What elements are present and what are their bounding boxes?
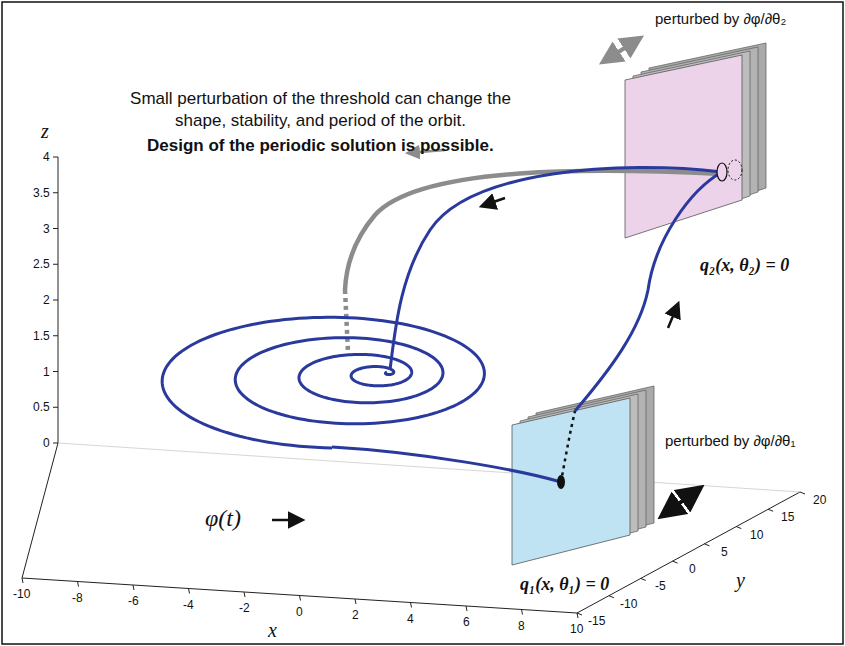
tick-label: -5 (655, 579, 666, 593)
annotation-text: Small perturbation of the threshold can … (123, 88, 518, 132)
tick-marks (22, 157, 805, 618)
tick-label: 2 (43, 293, 50, 307)
tick-label: 1 (43, 365, 50, 379)
threshold-label: q₂(x, θ₂) = 0 (700, 255, 789, 276)
orbit-label: φ(t) (205, 505, 241, 532)
perturbation-label: perturbed by ∂φ/∂θ₂ (655, 10, 786, 27)
tick-label: -4 (183, 598, 194, 612)
tick-label: 4 (407, 612, 414, 626)
tick-label: -2 (239, 601, 250, 615)
tick-label: 4 (43, 150, 50, 164)
axes (22, 157, 800, 613)
tick-label: -8 (72, 591, 83, 605)
tick-label: 3.5 (33, 186, 50, 200)
tick-label: 8 (518, 619, 525, 633)
annotation-emphasis: Design of the periodic solution is possi… (147, 136, 494, 156)
axis-label: x (268, 619, 277, 642)
tick-label: 6 (463, 615, 470, 629)
tick-label: 0.5 (33, 400, 50, 414)
threshold-plane-2 (625, 43, 766, 238)
tick-label: 0 (296, 605, 303, 619)
tick-label: -10 (620, 597, 637, 611)
tick-label: 2.5 (33, 257, 50, 271)
tick-label: -10 (13, 587, 30, 601)
tick-label: 15 (781, 510, 794, 524)
tick-label: 10 (570, 622, 583, 636)
axis-label: y (736, 569, 745, 592)
tick-label: -15 (588, 614, 605, 628)
tick-label: 0 (43, 436, 50, 450)
tick-label: 5 (721, 545, 728, 559)
tick-label: 20 (813, 493, 826, 507)
tick-label: 10 (750, 528, 763, 542)
tick-label: 3 (43, 222, 50, 236)
direction-arrows (272, 38, 700, 520)
axis-label: z (41, 120, 49, 143)
tick-label: 2 (352, 608, 359, 622)
threshold-label: q₁(x, θ₁) = 0 (520, 574, 609, 595)
tick-label: -6 (128, 594, 139, 608)
tick-label: 0 (689, 562, 696, 576)
orbit (162, 160, 742, 489)
perturbation-label: perturbed by ∂φ/∂θ₁ (665, 432, 796, 449)
tick-label: 1.5 (33, 329, 50, 343)
